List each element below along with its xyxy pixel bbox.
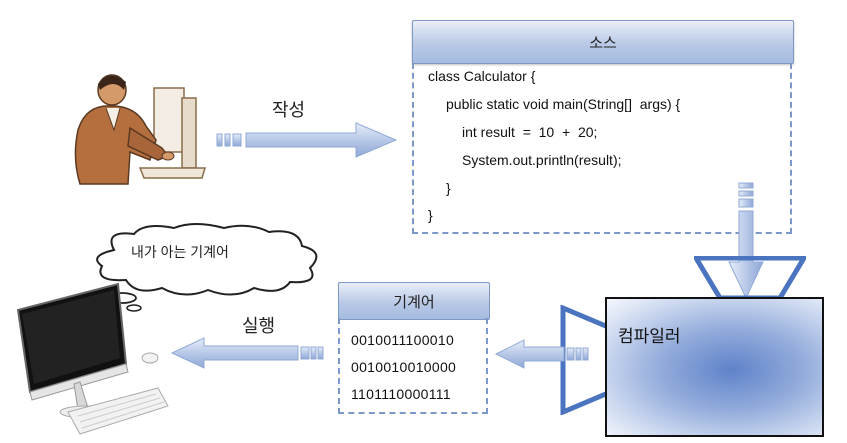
code-line: class Calculator {: [428, 68, 536, 84]
run-arrow: [170, 337, 324, 369]
write-arrow: [216, 122, 398, 158]
source-title: 소스: [412, 20, 794, 64]
programmer-illustration: [74, 74, 207, 185]
code-line: }: [428, 207, 433, 223]
machine-code-line: 0010011100010: [351, 332, 455, 348]
compile-output-arrow: [494, 339, 589, 369]
machine-code-line: 0010010010000: [351, 359, 457, 375]
compile-down-arrow: [728, 182, 764, 300]
machine-code-title: 기계어: [338, 282, 490, 320]
code-line: }: [446, 180, 451, 196]
thought-text: 내가 아는 기계어: [131, 244, 229, 260]
compiler-box: [605, 297, 824, 437]
code-line: System.out.println(result);: [462, 152, 622, 168]
code-line: int result = 10 + 20;: [462, 124, 598, 140]
compiler-label: 컴파일러: [618, 327, 681, 346]
run-label: 실행: [242, 316, 276, 336]
computer-illustration: [16, 282, 169, 435]
machine-code-box: [338, 318, 488, 414]
compiler-funnel-top: [694, 256, 806, 300]
source-box: [412, 63, 792, 234]
code-line: public static void main(String[] args) {: [446, 96, 681, 112]
machine-code-line: 1101110000111: [351, 386, 451, 402]
write-label: 작성: [272, 100, 306, 120]
